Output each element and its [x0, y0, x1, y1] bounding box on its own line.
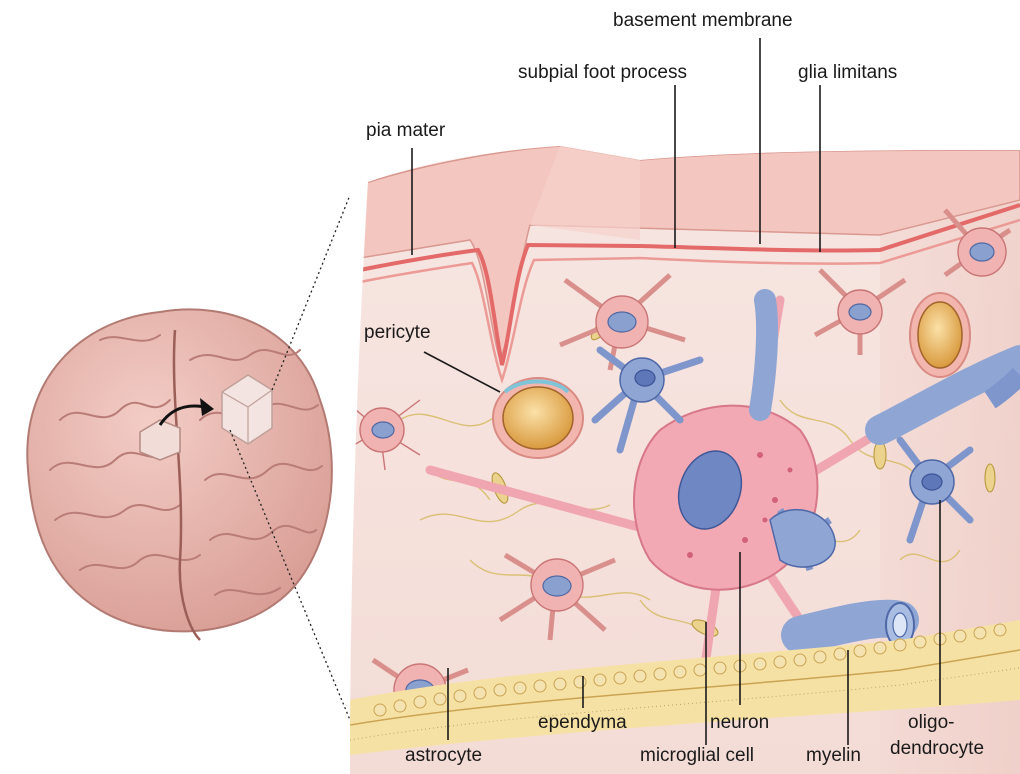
label-pericyte: pericyte — [364, 322, 431, 344]
label-oligodendrocyte-line1: oligo- — [908, 712, 954, 734]
label-glia-limitans: glia limitans — [798, 62, 897, 84]
brain-illustration — [27, 309, 332, 640]
label-microglial-cell: microglial cell — [640, 745, 754, 767]
label-subpial-foot-process: subpial foot process — [518, 62, 687, 84]
blood-vessel-left — [493, 378, 583, 458]
label-pia-mater: pia mater — [366, 120, 445, 142]
label-neuron: neuron — [710, 712, 769, 734]
label-myelin: myelin — [806, 745, 861, 767]
blood-vessel-right — [910, 293, 970, 377]
label-oligodendrocyte-line2: dendrocyte — [890, 738, 984, 760]
label-astrocyte: astrocyte — [405, 745, 482, 767]
label-ependyma: ependyma — [538, 712, 627, 734]
tissue-block — [340, 140, 1020, 774]
label-basement-membrane: basement membrane — [613, 10, 793, 32]
projection-line-top — [272, 195, 350, 390]
